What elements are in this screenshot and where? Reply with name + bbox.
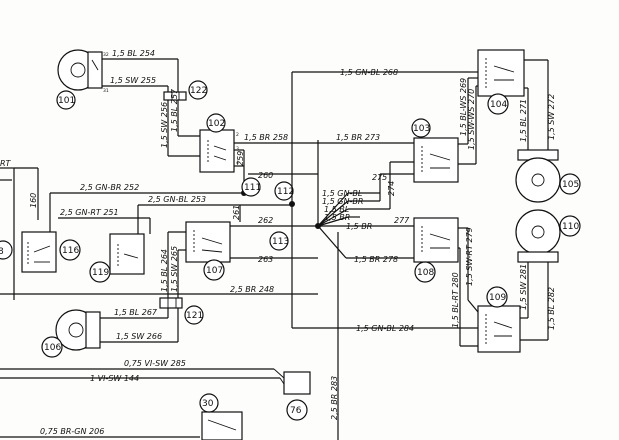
pin-102-2: 2 (236, 132, 239, 138)
wire-label-282: 1,5 BL 282 (547, 287, 556, 330)
label-104: 104 (490, 100, 507, 110)
label-116: 116 (62, 246, 79, 256)
wire-label-262: 262 (258, 216, 273, 225)
wire-label-279: 1,5 SW-RT 279 (465, 227, 474, 286)
wire-fan-4 (317, 216, 349, 227)
relay-103: 103 (411, 118, 459, 183)
pin-31: 31 (103, 88, 109, 94)
callout-112 (274, 181, 294, 201)
wire-label-gnbr: 1,5 GN-BR (322, 197, 363, 206)
wire-label-260: 260 (258, 171, 273, 180)
relay-108: 108 (413, 217, 459, 283)
relay-107: 107 (185, 221, 231, 281)
component-8 (0, 240, 13, 260)
wire-label-gnbl: 1,5 GN-BL (322, 189, 362, 198)
wire-label-272: 1,5 SW 272 (547, 94, 556, 140)
relay-109: 109 (477, 286, 521, 353)
label-107: 107 (206, 266, 223, 276)
wire-label-rt: RT (0, 159, 12, 168)
label-122: 122 (190, 86, 207, 96)
component-105: 105 (515, 149, 581, 203)
label-111: 111 (244, 183, 261, 193)
wire-label-271: 1,5 BL 271 (519, 99, 528, 142)
wire-label-268: 1,5 GN-BL 268 (340, 68, 398, 77)
wire-279-in (467, 299, 479, 313)
label-108: 108 (417, 268, 434, 278)
pin-102-3: 3 (236, 146, 239, 152)
wire-label-206: 0,75 BR-GN 206 (40, 427, 104, 436)
relay-119: 119 (89, 233, 145, 283)
wire-label-251: 2,5 GN-RT 251 (60, 208, 119, 217)
label-30: 30 (202, 399, 214, 409)
wire-fan-2 (317, 200, 349, 227)
label-121: 121 (186, 311, 203, 321)
label-105: 105 (562, 180, 579, 190)
wire-label-265: 1,5 SW 265 (170, 246, 179, 292)
wire-label-266: 1,5 SW 266 (116, 332, 162, 341)
connector-122: 122 (163, 80, 208, 101)
component-101: 32 31 101 (56, 49, 109, 110)
wire-label-144: 1 VI-SW 144 (90, 374, 139, 383)
wire-label-259: 259 (236, 151, 245, 166)
component-106: 106 (41, 309, 101, 358)
wire-label-274: 274 (387, 181, 396, 196)
wire-label-285: 0,75 VI-SW 285 (124, 359, 186, 368)
wire-label-br2: 1,5 BR (346, 222, 372, 231)
label-106: 106 (44, 343, 61, 353)
component-8-label: 8 (0, 247, 4, 257)
label-101: 101 (58, 96, 75, 106)
wire-label-269: 1,5 BL-WS 269 (459, 78, 468, 136)
label-109: 109 (489, 293, 506, 303)
wire-label-256: 1,5 SW 256 (160, 102, 169, 148)
wire-label-br: 1,5 BR (324, 213, 350, 222)
wire-label-253: 2,5 GN-BL 253 (148, 195, 206, 204)
relay-104: 104 (477, 49, 525, 115)
wire-fan-1 (317, 192, 349, 227)
relay-116: 116 (21, 231, 81, 273)
wire-label-160: 160 (29, 193, 38, 208)
connector-121: 121 (159, 297, 204, 325)
wire-label-264: 1,5 BL 264 (160, 249, 169, 292)
label-119: 119 (92, 268, 109, 278)
label-113: 113 (272, 237, 289, 247)
callout-113 (269, 231, 289, 251)
wire-fan-6 (317, 225, 347, 259)
component-110: 110 (515, 209, 581, 263)
wire-label-255: 1,5 SW 255 (110, 76, 156, 85)
junction-111: 111 (241, 177, 261, 197)
wire-label-273: 1,5 BR 273 (336, 133, 380, 142)
wire-label-263: 263 (258, 255, 273, 264)
wire-label-254: 1,5 BL 254 (112, 49, 155, 58)
wire-label-252: 2,5 GN-BR 252 (80, 183, 139, 192)
label-103: 103 (413, 124, 430, 134)
wire-label-283: 2,5 BR 283 (330, 376, 339, 420)
label-110: 110 (562, 222, 579, 232)
wire-label-248: 2,5 BR 248 (230, 285, 274, 294)
pin-102-4: 4 (236, 160, 239, 166)
wire-label-278: 1,5 BR 278 (354, 255, 398, 264)
wire-label-261: 261 (232, 205, 241, 220)
wire-fan-3 (317, 208, 349, 227)
relay-102: 2 3 4 102 (199, 113, 239, 173)
wire-label-280: 1,5 BL-RT 280 (451, 272, 460, 328)
wire-label-277: 277 (394, 216, 410, 225)
wire-label-281: 1,5 SW 281 (519, 264, 528, 310)
pin-32: 32 (103, 52, 109, 58)
label-76: 76 (290, 406, 302, 416)
wire-label-267: 1,5 BL 267 (114, 308, 158, 317)
wire-label-bl: 1,5 BL (324, 205, 349, 214)
wire-label-257: 1,5 BL 257 (170, 88, 179, 132)
label-112: 112 (277, 187, 294, 197)
component-76: 76 (273, 368, 311, 421)
component-30: 30 (199, 393, 243, 440)
label-102: 102 (208, 119, 225, 129)
wire-label-258: 1,5 BR 258 (244, 133, 288, 142)
left-edge-group: RT 8 (0, 159, 280, 379)
callout-101 (56, 90, 76, 110)
wire-label-284: 1,5 GN-BL 284 (356, 324, 414, 333)
wire-label-270: 1,5 SW-WS 270 (467, 89, 476, 150)
